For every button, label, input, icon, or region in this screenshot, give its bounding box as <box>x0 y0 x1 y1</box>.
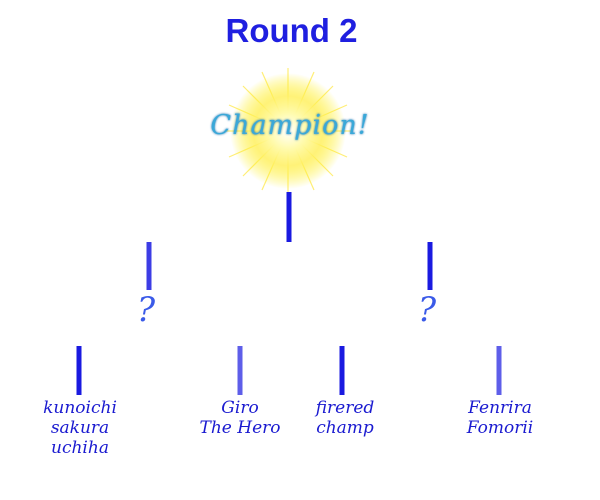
player-4-name: Fenrira Fomorii <box>466 398 534 438</box>
player-3-name: firered champ <box>315 398 375 438</box>
player-2-name: Giro The Hero <box>199 398 281 438</box>
player-1-name: kunoichi sakura uchiha <box>43 398 117 458</box>
semifinal-left-winner: ? <box>136 290 156 330</box>
semifinal-right-winner: ? <box>417 290 437 330</box>
champion-label: Champion! <box>210 110 370 141</box>
round-title: Round 2 <box>225 12 358 49</box>
sun-icon <box>225 68 352 195</box>
